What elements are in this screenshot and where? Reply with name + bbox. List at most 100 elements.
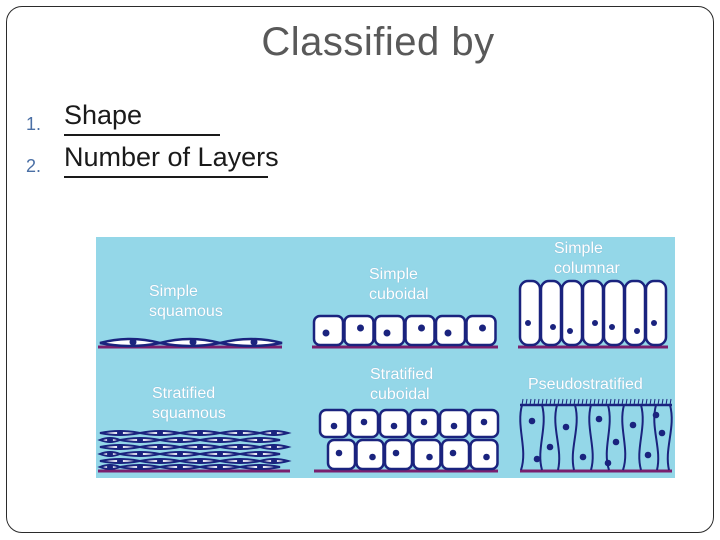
cell-boundary (519, 404, 525, 471)
nucleus (360, 418, 368, 426)
cuboidal-cell (373, 314, 406, 347)
cilium (537, 398, 540, 406)
cilium (529, 398, 532, 406)
list-number: 2. (26, 156, 42, 176)
slide-title: Classified by (261, 20, 495, 64)
label-line: columnar (554, 260, 620, 277)
label-line: Simple (369, 266, 418, 283)
nucleus (567, 328, 573, 334)
nucleus (257, 451, 263, 457)
nucleus (595, 415, 603, 423)
nucleus (217, 437, 223, 443)
nucleus (533, 455, 541, 463)
nucleus (634, 328, 640, 334)
nucleus (107, 437, 113, 443)
columnar-cell (581, 279, 605, 347)
cell-boundary (666, 404, 673, 471)
nucleus (525, 320, 531, 326)
label-line: Stratified (152, 385, 216, 402)
cilium (549, 398, 552, 406)
nucleus (157, 458, 163, 464)
cilium (597, 398, 600, 406)
nucleus (107, 451, 113, 457)
epithelium-types-diagram: Simple squamous Simple cuboidal Simple c… (96, 237, 675, 478)
cilium (569, 398, 572, 406)
nucleus (652, 411, 660, 419)
nucleus (271, 444, 277, 450)
slide-frame (6, 6, 714, 533)
label-stratified-cuboidal: Stratified cuboidal (370, 365, 433, 405)
cilium (589, 398, 592, 406)
columnar-cell (602, 279, 626, 347)
cilium (601, 398, 604, 406)
list-text: Number of Layers (64, 142, 279, 172)
cilium (637, 398, 640, 406)
cilium (565, 398, 568, 406)
cilium (573, 398, 576, 406)
cilium (609, 398, 612, 406)
nucleus (449, 449, 457, 457)
columnar-cell (539, 279, 563, 347)
cilium (581, 398, 584, 406)
nucleus (383, 329, 391, 337)
fill-in-blank-line (64, 134, 220, 136)
nucleus (426, 453, 433, 461)
nucleus (237, 430, 243, 436)
nucleus (117, 458, 123, 464)
cilium (665, 398, 668, 406)
label-simple-squamous: Simple squamous (149, 282, 223, 322)
cilium (561, 398, 564, 406)
label-simple-cuboidal: Simple cuboidal (369, 265, 429, 305)
cilium (613, 398, 616, 406)
cuboidal-cell-lower (355, 438, 385, 471)
cilium (653, 398, 656, 406)
label-line: Pseudostratified (528, 376, 643, 393)
nucleus (480, 418, 488, 426)
nucleus (330, 422, 338, 430)
nucleus (250, 338, 258, 346)
nucleus (651, 320, 657, 326)
cilium (625, 398, 628, 406)
cilium (541, 398, 544, 406)
nucleus (612, 438, 620, 446)
columnar-cell (518, 279, 542, 347)
nucleus (107, 464, 113, 470)
nucleus (479, 324, 486, 332)
nucleus (390, 422, 398, 430)
nucleus (644, 451, 652, 459)
columnar-cell (560, 279, 584, 347)
nucleus (237, 444, 243, 450)
cilium (649, 398, 652, 406)
cilium (645, 398, 648, 406)
nucleus (117, 444, 123, 450)
nucleus (271, 458, 277, 464)
cilium (525, 398, 528, 406)
label-simple-columnar: Simple columnar (554, 239, 620, 279)
nucleus (217, 464, 223, 470)
label-stratified-squamous: Stratified squamous (152, 384, 226, 424)
label-line: Simple (149, 283, 198, 300)
nucleus (592, 320, 598, 326)
nucleus (137, 464, 143, 470)
cell-boundary (621, 404, 627, 471)
nucleus (257, 464, 263, 470)
epithelium-illustration (97, 279, 673, 473)
cell-boundary (653, 404, 660, 471)
cilium (669, 398, 672, 406)
cell-boundary (588, 404, 594, 471)
cell-boundary (539, 404, 545, 471)
nucleus (177, 437, 183, 443)
cilium (617, 398, 620, 406)
nucleus (335, 449, 343, 457)
cilium (605, 398, 608, 406)
nucleus (137, 451, 143, 457)
cilium (585, 398, 588, 406)
cell-boundary (638, 404, 644, 471)
nucleus (197, 444, 203, 450)
cuboidal-cell-lower (412, 438, 442, 471)
label-line: cuboidal (369, 286, 429, 303)
nucleus (420, 418, 428, 426)
cilium (545, 398, 548, 406)
nucleus (579, 453, 587, 461)
label-line: Stratified (370, 366, 434, 383)
